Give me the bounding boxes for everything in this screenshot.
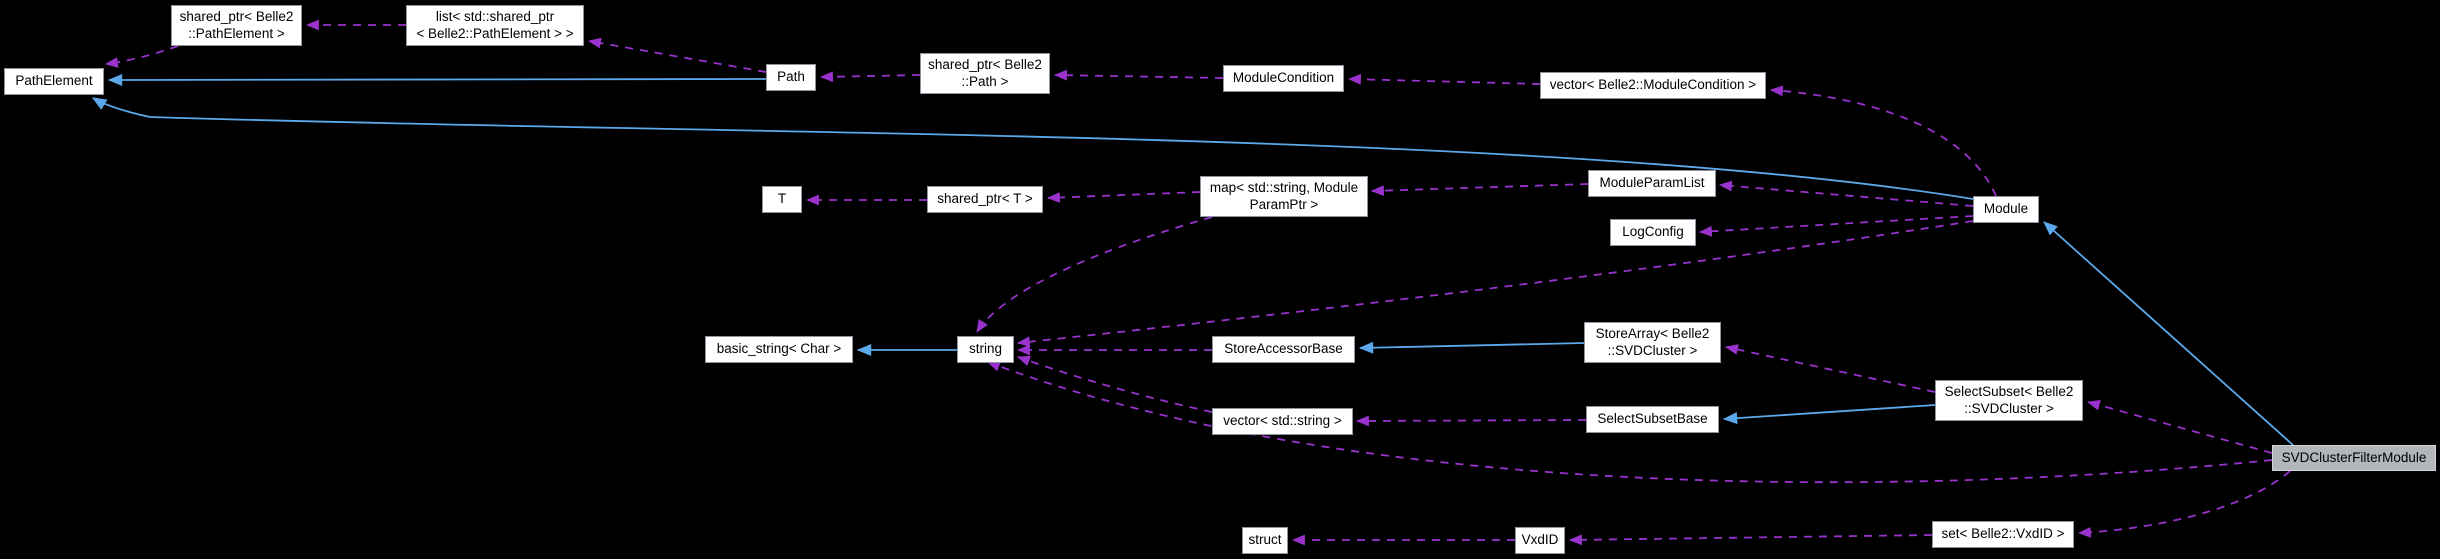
edge-vector-modulecondition-to-modulecondition <box>1347 73 1541 85</box>
node-label: basic_string< Char > <box>716 341 842 357</box>
node-label: T <box>777 191 787 207</box>
node-label: shared_ptr< T > <box>937 191 1033 207</box>
node-label: string <box>968 341 1002 357</box>
edge-map-string-moduleparamptr-to-string <box>976 216 1213 333</box>
node-path[interactable]: Path <box>766 64 816 91</box>
edge-set-vxdid-to-vxdid <box>1568 534 1933 546</box>
node-moduleparamlist[interactable]: ModuleParamList <box>1588 170 1716 197</box>
node-label: StoreArray< Belle2 <box>1595 326 1710 342</box>
edge-module-to-vector-modulecondition <box>1769 85 1997 197</box>
node-label: ::SVDCluster > <box>1607 342 1698 358</box>
edge-selectsubset-svdcluster-to-selectsubsetbase <box>1722 404 1936 425</box>
node-label: PathElement <box>15 73 93 89</box>
edge-path-to-pathelement <box>107 73 767 86</box>
edge-svdclusterfiltermodule-to-module <box>2043 221 2294 446</box>
edge-module-to-string <box>1016 220 1974 348</box>
node-label: SVDClusterFilterModule <box>2281 449 2427 465</box>
node-vector-std-string[interactable]: vector< std::string > <box>1212 408 1353 435</box>
node-label: < Belle2::PathElement > > <box>416 25 574 41</box>
node-label: shared_ptr< Belle2 <box>928 57 1042 73</box>
node-selectsubsetbase[interactable]: SelectSubsetBase <box>1586 406 1719 433</box>
node-label: ::Path > <box>961 73 1009 89</box>
edge-svdclusterfiltermodule-to-string <box>986 361 2273 484</box>
node-label: VxdID <box>1521 532 1559 548</box>
node-modulecondition[interactable]: ModuleCondition <box>1223 65 1344 92</box>
edge-storearray-svdcluster-to-storeaccessorbase <box>1358 341 1585 354</box>
edge-svdclusterfiltermodule-to-selectsubset-svdcluster <box>2086 399 2273 454</box>
edge-module-to-pathelement <box>91 97 1974 200</box>
edge-selectsubsetbase-to-vector-std-string <box>1355 415 1587 427</box>
edge-shared-ptr-path-to-path <box>819 71 921 83</box>
node-label: vector< std::string > <box>1223 413 1342 429</box>
edge-modulecondition-to-shared-ptr-path <box>1053 69 1224 81</box>
node-vector-modulecondition[interactable]: vector< Belle2::ModuleCondition > <box>1540 72 1766 99</box>
node-label: vector< Belle2::ModuleCondition > <box>1549 77 1757 93</box>
node-svdclusterfiltermodule[interactable]: SVDClusterFilterModule <box>2272 445 2436 471</box>
node-label: list< std::shared_ptr <box>435 9 555 25</box>
edge-path-to-list-shared-ptr-pathelement <box>587 37 767 73</box>
node-basic-string-char[interactable]: basic_string< Char > <box>705 336 853 363</box>
node-label: LogConfig <box>1622 224 1684 240</box>
node-label: Path <box>777 69 805 85</box>
node-label: ModuleCondition <box>1232 70 1335 86</box>
node-pathelement[interactable]: PathElement <box>4 68 104 95</box>
edge-map-string-moduleparamptr-to-shared-ptr-t <box>1046 191 1201 203</box>
node-storeaccessorbase[interactable]: StoreAccessorBase <box>1212 336 1355 363</box>
node-struct[interactable]: struct <box>1242 527 1288 554</box>
node-label: ::PathElement > <box>188 25 285 41</box>
edge-shared-ptr-pathelement-to-pathelement <box>104 45 179 68</box>
node-label: ModuleParamList <box>1599 175 1705 191</box>
node-shared-ptr-path[interactable]: shared_ptr< Belle2::Path > <box>920 53 1050 94</box>
edge-vector-std-string-to-string <box>1016 355 1213 413</box>
node-shared-ptr-t[interactable]: shared_ptr< T > <box>927 186 1043 213</box>
node-label: ParamPtr > <box>1249 196 1319 212</box>
edge-selectsubset-svdcluster-to-storearray-svdcluster <box>1724 344 1936 393</box>
node-module[interactable]: Module <box>1973 196 2039 223</box>
node-label: SelectSubsetBase <box>1597 411 1708 427</box>
node-set-vxdid[interactable]: set< Belle2::VxdID > <box>1932 521 2074 548</box>
node-label: struct <box>1248 532 1282 548</box>
node-selectsubset-svdcluster[interactable]: SelectSubset< Belle2::SVDCluster > <box>1935 380 2083 421</box>
node-storearray-svdcluster[interactable]: StoreArray< Belle2::SVDCluster > <box>1584 322 1721 363</box>
node-label: ::SVDCluster > <box>1964 400 2054 416</box>
node-string[interactable]: string <box>957 336 1014 363</box>
node-list-shared-ptr-pathelement[interactable]: list< std::shared_ptr< Belle2::PathEleme… <box>406 5 584 46</box>
node-vxdid[interactable]: VxdID <box>1515 527 1565 554</box>
node-label: shared_ptr< Belle2 <box>179 9 294 25</box>
edge-module-to-logconfig <box>1698 215 1974 237</box>
node-label: Module <box>1983 201 2029 217</box>
node-label: map< std::string, Module <box>1209 180 1359 196</box>
edge-moduleparamlist-to-map-string-moduleparamptr <box>1370 183 1589 197</box>
node-label: SelectSubset< Belle2 <box>1944 384 2074 400</box>
node-logconfig[interactable]: LogConfig <box>1610 219 1696 246</box>
node-t[interactable]: T <box>762 186 802 213</box>
edge-svdclusterfiltermodule-to-set-vxdid <box>2077 470 2291 538</box>
node-label: set< Belle2::VxdID > <box>1941 526 2065 542</box>
edge-module-to-moduleparamlist <box>1718 180 1974 207</box>
node-label: StoreAccessorBase <box>1224 341 1343 357</box>
node-shared-ptr-pathelement[interactable]: shared_ptr< Belle2::PathElement > <box>171 5 302 46</box>
